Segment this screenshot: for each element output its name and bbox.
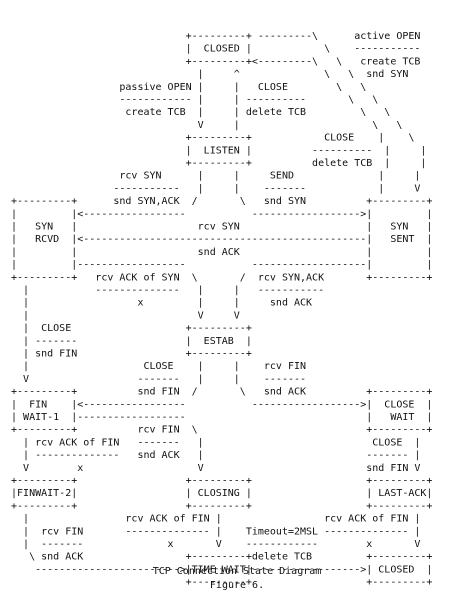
diagram-line: | snd FIN +---------+ — [5, 349, 252, 360]
diagram-line: ------------ | | ---------- \ \ — [5, 95, 378, 106]
diagram-line: | V V — [5, 310, 240, 321]
diagram-line: | FIN |<----------------- --------------… — [5, 399, 432, 410]
diagram-line: | CLOSE | | rcv FIN — [5, 361, 306, 372]
diagram-line: rcv SYN | | SEND | | — [5, 171, 420, 182]
diagram-line: \ snd ACK +---------+delete TCB +-------… — [5, 552, 432, 563]
diagram-line: ------------------------>|TIME WAIT|----… — [5, 564, 432, 575]
diagram-line: | rcv ACK of FIN | rcv ACK of FIN | — [5, 514, 420, 525]
diagram-line: | ------- x V ------------ x V — [5, 539, 420, 550]
diagram-line: | |<----------------- ------------------… — [5, 209, 432, 220]
diagram-body: +---------+ ---------\ active OPEN | CLO… — [5, 31, 432, 588]
diagram-line: | -------------- snd ACK | ------- | — [5, 450, 420, 461]
caption-figure: Figure 6. — [210, 580, 264, 591]
diagram-line: | ^ \ \ snd SYN — [5, 69, 408, 80]
diagram-line: | CLOSE +---------+ — [5, 323, 252, 334]
diagram-line: | SYN | rcv SYN | SYN | — [5, 222, 432, 233]
diagram-line: +---------+<---------\ \ create TCB — [5, 56, 420, 67]
diagram-line: | |------------------ ------------------… — [5, 260, 432, 271]
caption-title: TCP Connection State Diagram — [153, 566, 322, 577]
diagram-line: | LISTEN | ---------- | | — [5, 145, 426, 156]
diagram-line: +---------+ ---------\ active OPEN — [5, 31, 420, 42]
diagram-line: create TCB | | delete TCB \ \ — [5, 107, 390, 118]
diagram-line: | rcv ACK of FIN ------- | CLOSE | — [5, 437, 420, 448]
diagram-line: +---------+ rcv FIN \ +---------+ — [5, 425, 432, 436]
diagram-line: | WAIT-1 |------------------ | WAIT | — [5, 412, 432, 423]
diagram-line: ----------- | | ------- | V — [5, 183, 420, 194]
diagram-line: V ------- | | ------- — [5, 374, 306, 385]
diagram-line: | CLOSED | \ ----------- — [5, 44, 420, 55]
diagram-line: V | \ \ — [5, 120, 402, 131]
diagram-line: +---------+ snd SYN,ACK / \ snd SYN +---… — [5, 196, 432, 207]
diagram-line: +---------+ rcv ACK of SYN \ / rcv SYN,A… — [5, 272, 432, 283]
diagram-line: | RCVD |<-------------------------------… — [5, 234, 432, 245]
diagram-line: | ------- | ESTAB | — [5, 336, 252, 347]
diagram-line: | | snd ACK | | — [5, 247, 432, 258]
diagram-line: +---------+ delete TCB | | — [5, 158, 426, 169]
diagram-line: V x V snd FIN V — [5, 463, 420, 474]
diagram-line: +---------+ +---------+ +---------+ — [5, 501, 432, 512]
diagram-line: | -------------- | | ----------- — [5, 285, 324, 296]
diagram-line: | rcv FIN -------------- | Timeout=2MSL … — [5, 526, 420, 537]
diagram-line: +---------+ CLOSE | \ — [5, 133, 414, 144]
diagram-line: +---------+ snd FIN / \ snd ACK +-------… — [5, 387, 432, 398]
diagram-line: +---------+ +---------+ — [5, 577, 432, 588]
diagram-line: |FINWAIT-2| | CLOSING | | LAST-ACK| — [5, 488, 432, 499]
diagram-line: +---------+ +---------+ +---------+ — [5, 476, 432, 487]
diagram-line: | x | | snd ACK — [5, 298, 312, 309]
diagram-line: passive OPEN | | CLOSE \ \ — [5, 82, 366, 93]
